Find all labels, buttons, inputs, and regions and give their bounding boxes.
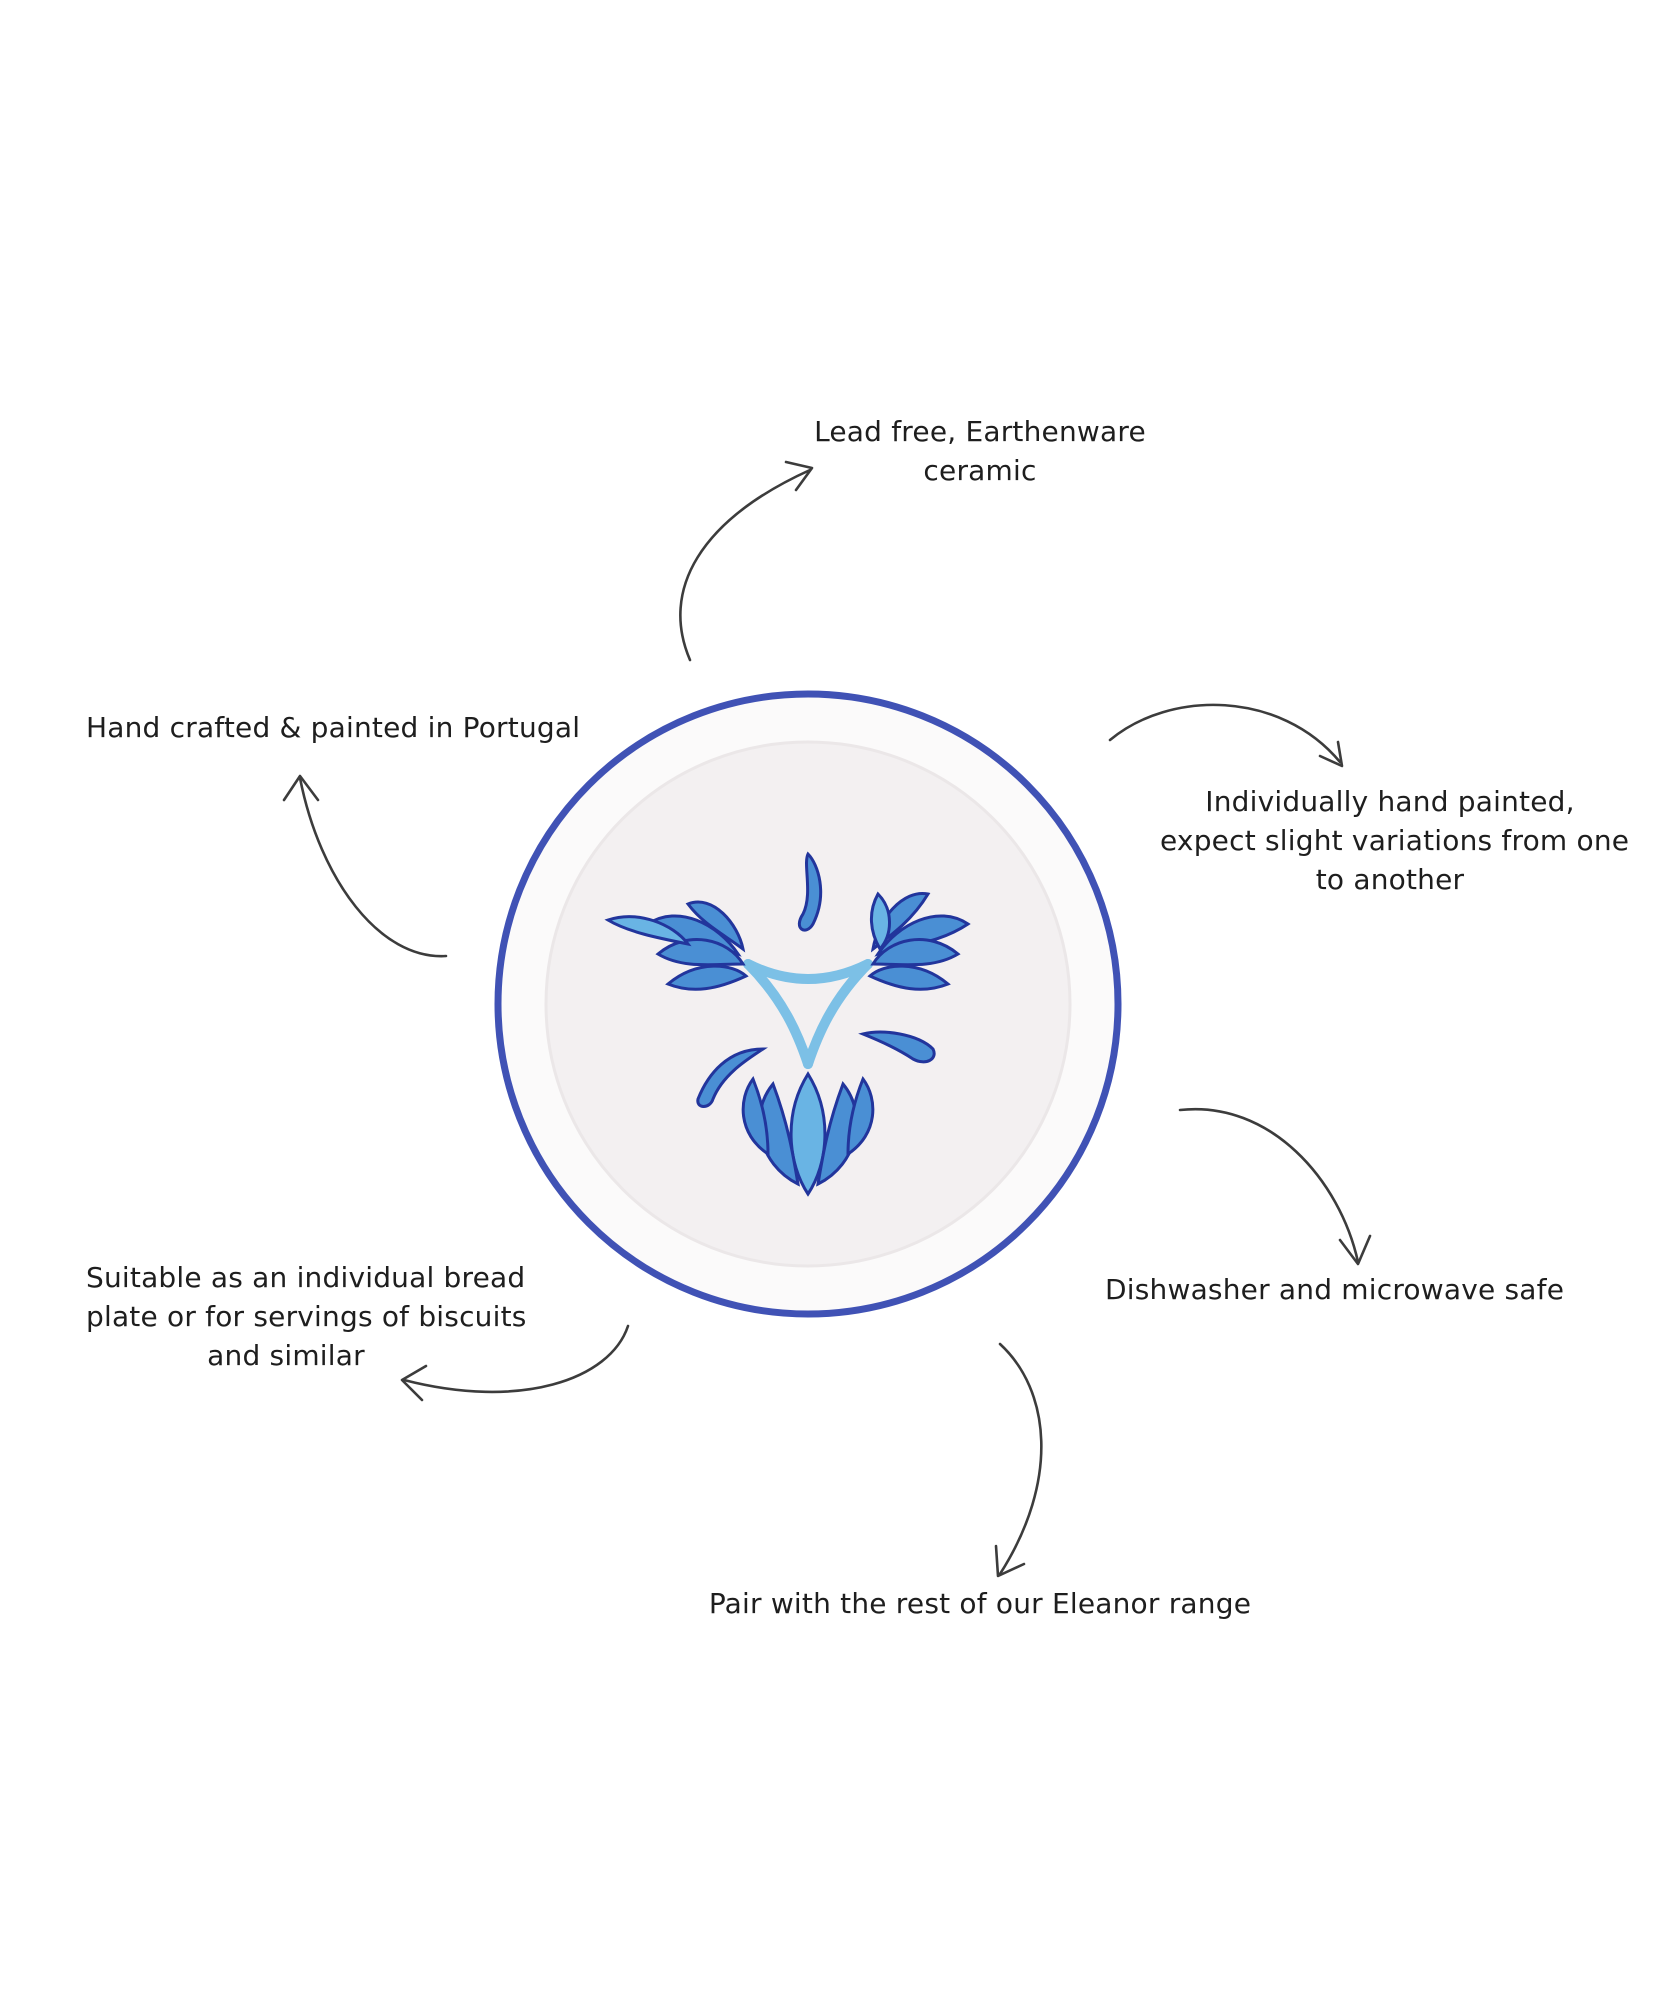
feature-individually-painted: Individually hand painted, expect slight… — [1160, 782, 1630, 899]
feature-hand-crafted: Hand crafted & painted in Portugal — [86, 708, 686, 747]
feature-line: ceramic — [923, 454, 1037, 487]
feature-line: Suitable as an individual bread — [86, 1261, 526, 1294]
feature-pair-with-range: Pair with the rest of our Eleanor range — [700, 1584, 1260, 1623]
droplet-left — [696, 1047, 768, 1108]
leaf-cluster-bottom — [741, 1071, 875, 1197]
feature-line: Lead free, Earthenware — [814, 415, 1146, 448]
feature-line: Hand crafted & painted in Portugal — [86, 711, 581, 744]
floral-motif-icon — [604, 851, 971, 1197]
feature-line: Dishwasher and microwave safe — [1105, 1273, 1565, 1306]
arrow-to-dishwasher — [1178, 1107, 1372, 1266]
plate-image — [494, 690, 1122, 1318]
feature-line: Individually hand painted, — [1205, 785, 1575, 818]
leaf-cluster-right — [867, 891, 971, 991]
feature-line: expect slight variations from one — [1160, 824, 1630, 857]
arrow-to-hand-crafted — [282, 774, 448, 958]
feature-dishwasher-safe: Dishwasher and microwave safe — [1105, 1270, 1585, 1309]
arrow-to-lead-free — [679, 460, 814, 662]
feature-line: to another — [1315, 863, 1465, 896]
feature-lead-free: Lead free, Earthenware ceramic — [780, 412, 1180, 490]
droplet-top — [797, 851, 823, 932]
leaf-cluster-left — [604, 900, 749, 991]
feature-line: and similar — [207, 1339, 365, 1372]
feature-line: plate or for servings of biscuits — [86, 1300, 527, 1333]
feature-line: Pair with the rest of our Eleanor range — [708, 1587, 1252, 1620]
plate-well — [544, 740, 1072, 1268]
feature-suitable-bread-plate: Suitable as an individual bread plate or… — [86, 1258, 527, 1375]
droplet-right — [858, 1030, 936, 1064]
arrow-to-suitable — [400, 1324, 630, 1402]
arrow-to-individually-painted — [1108, 703, 1344, 768]
arrow-to-pair-with — [994, 1342, 1043, 1578]
